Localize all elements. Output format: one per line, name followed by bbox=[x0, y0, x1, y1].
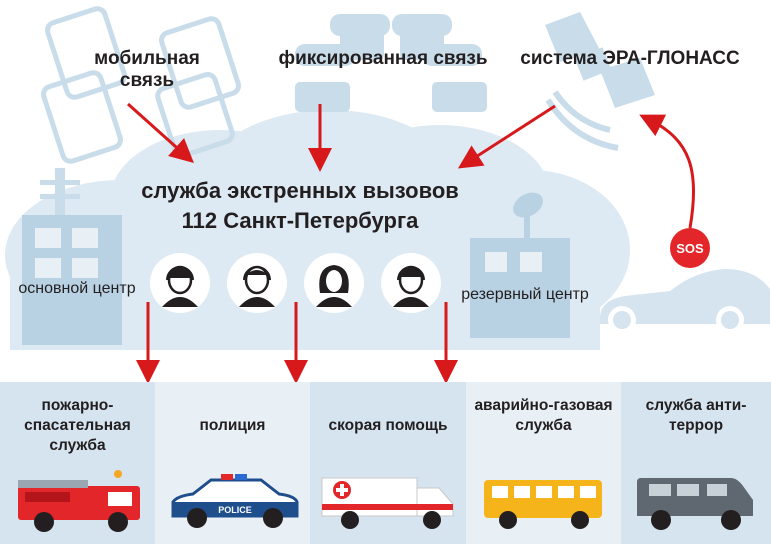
arrows bbox=[126, 102, 696, 384]
operators bbox=[150, 253, 441, 313]
armored-van-icon bbox=[637, 478, 753, 530]
service-label: полиция bbox=[199, 417, 266, 434]
police-text: POLICE bbox=[218, 505, 252, 515]
service-fire: пожарно-спасательная служба bbox=[0, 382, 155, 544]
sos-label: SOS bbox=[676, 241, 704, 256]
operator-avatar bbox=[304, 253, 364, 313]
backup-center-label: резервный центр bbox=[461, 286, 589, 303]
main-center-label: основной центр bbox=[18, 280, 136, 297]
hub-title-line1: служба экстренных вызовов bbox=[141, 178, 459, 203]
sos-badge bbox=[670, 228, 710, 268]
service-label: пожарно-спасательная служба bbox=[24, 397, 131, 455]
landline-phones-icon bbox=[295, 14, 487, 112]
service-label: служба анти-террор bbox=[645, 397, 747, 435]
operator-avatar bbox=[150, 253, 210, 313]
mobile-label: мобильная связь bbox=[94, 48, 200, 91]
main-center-building-icon bbox=[22, 168, 122, 345]
arrow-sos bbox=[639, 114, 696, 229]
service-label: скорая помощь bbox=[328, 417, 448, 434]
arrow-era bbox=[457, 104, 556, 169]
hub-title-line2: 112 Санкт-Петербурга bbox=[181, 208, 419, 233]
service-ambulance: скорая помощь bbox=[310, 382, 466, 544]
operator-avatar bbox=[227, 253, 287, 313]
ambulance-icon bbox=[321, 477, 454, 529]
arrow-mobile bbox=[126, 102, 194, 164]
fire-truck-icon bbox=[18, 470, 140, 532]
fixed-label: фиксированная связь bbox=[278, 48, 488, 69]
service-antiterror: служба анти-террор bbox=[621, 382, 771, 544]
satellite-icon bbox=[545, 12, 655, 151]
service-label: аварийно-газовая служба bbox=[474, 397, 613, 435]
bus-icon bbox=[484, 480, 602, 529]
operator-avatar bbox=[381, 253, 441, 313]
service-police: полиция POLICE bbox=[155, 382, 310, 544]
police-car-icon: POLICE bbox=[171, 474, 299, 528]
car-icon bbox=[600, 269, 770, 334]
mobile-phones-icon bbox=[40, 6, 242, 164]
service-gas: аварийно-газовая служба bbox=[466, 382, 621, 544]
era-glonass-label: система ЭРА-ГЛОНАСС bbox=[520, 48, 740, 69]
backup-center-building-icon bbox=[470, 192, 570, 338]
